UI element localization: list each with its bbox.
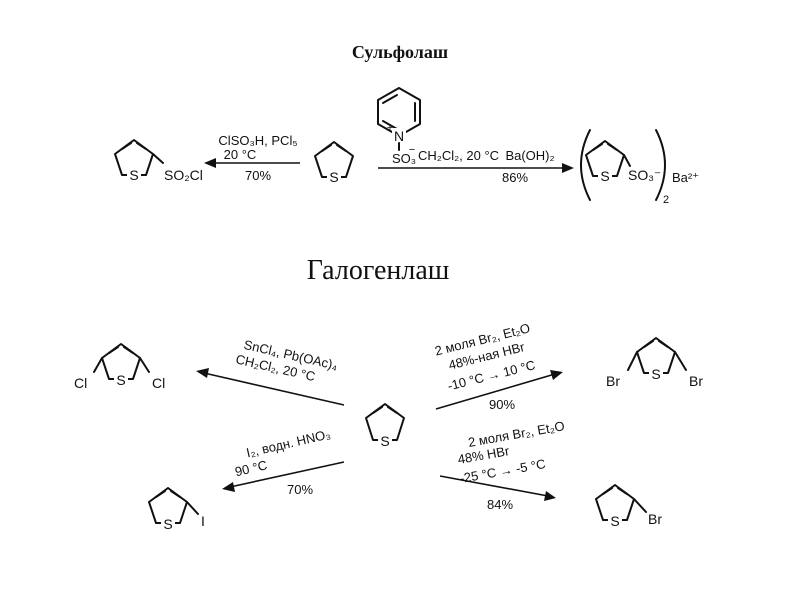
group-so2cl: SO₂Cl: [164, 167, 203, 183]
atom-br: Br: [648, 511, 662, 527]
thiophene-center-bottom: S: [365, 403, 405, 449]
atom-s: S: [129, 167, 138, 183]
yield-sulfonyl: 70%: [245, 168, 271, 183]
cond-iodo-line1: I₂, водн. HNO₃: [245, 426, 332, 460]
cond-sulfonate-base: Ba(OH)₂: [505, 148, 554, 163]
atom-s: S: [329, 169, 338, 185]
thiophene-sulfonyl-chloride: S SO₂Cl: [114, 139, 203, 183]
yield-sulfonate: 86%: [502, 170, 528, 185]
thiophene-center-top: S: [314, 141, 354, 185]
yield-iodo: 70%: [287, 482, 313, 497]
barium-thiophenesulfonate: S SO₃⁻ 2 Ba²⁺: [580, 129, 699, 206]
atom-cl-right: Cl: [152, 375, 165, 391]
iodothiophene: S I: [148, 487, 205, 532]
cond-sulfonyl-line1: ClSO₃H, PCl₅: [218, 133, 297, 148]
arrow-to-sulfonate: [378, 163, 574, 173]
atom-cl-left: Cl: [74, 375, 87, 391]
cond-monobromo-line1: 2 моля Br₂, Et₂O: [467, 418, 566, 450]
arrow-to-dichlorothiophene: [196, 368, 345, 406]
atom-i: I: [201, 513, 205, 529]
yield-monobromo: 84%: [487, 497, 513, 512]
arrow-to-sulfonyl-chloride: [204, 158, 300, 168]
atom-s: S: [610, 513, 619, 529]
subscript-two: 2: [663, 194, 669, 206]
atom-n: N: [394, 128, 404, 144]
atom-s: S: [163, 516, 172, 532]
charge-minus: −: [409, 144, 415, 156]
cond-iodo-line2: 90 °C: [233, 457, 268, 479]
halogenation-title: Галогенлаш: [307, 255, 450, 286]
arrow-to-dibromothiophene: [435, 370, 563, 410]
cond-sulfonyl-line2: 20 °C: [224, 147, 257, 162]
atom-s: S: [116, 372, 125, 388]
dichlorothiophene: S Cl Cl: [74, 343, 165, 391]
yield-dibromo: 90%: [489, 397, 515, 412]
atom-s: S: [651, 366, 660, 382]
pyridine-so3-complex: N + − SO₃: [377, 87, 421, 166]
sulfonation-title: Сульфолаш: [352, 42, 448, 62]
bromothiophene: S Br: [595, 484, 662, 529]
atom-br-right: Br: [689, 373, 703, 389]
group-so3-minus: SO₃⁻: [628, 167, 661, 183]
dibromothiophene: S Br Br: [606, 337, 703, 389]
atom-br-left: Br: [606, 373, 620, 389]
charge-plus: +: [387, 122, 393, 134]
arrow-to-bromothiophene: [439, 475, 556, 501]
group-so3: SO₃: [392, 151, 416, 166]
barium-ion: Ba²⁺: [672, 170, 699, 185]
atom-s: S: [380, 433, 389, 449]
arrow-to-iodothiophene: [222, 461, 345, 492]
atom-s: S: [600, 168, 609, 184]
cond-sulfonate-solvent: CH₂Cl₂, 20 °C: [418, 148, 499, 163]
